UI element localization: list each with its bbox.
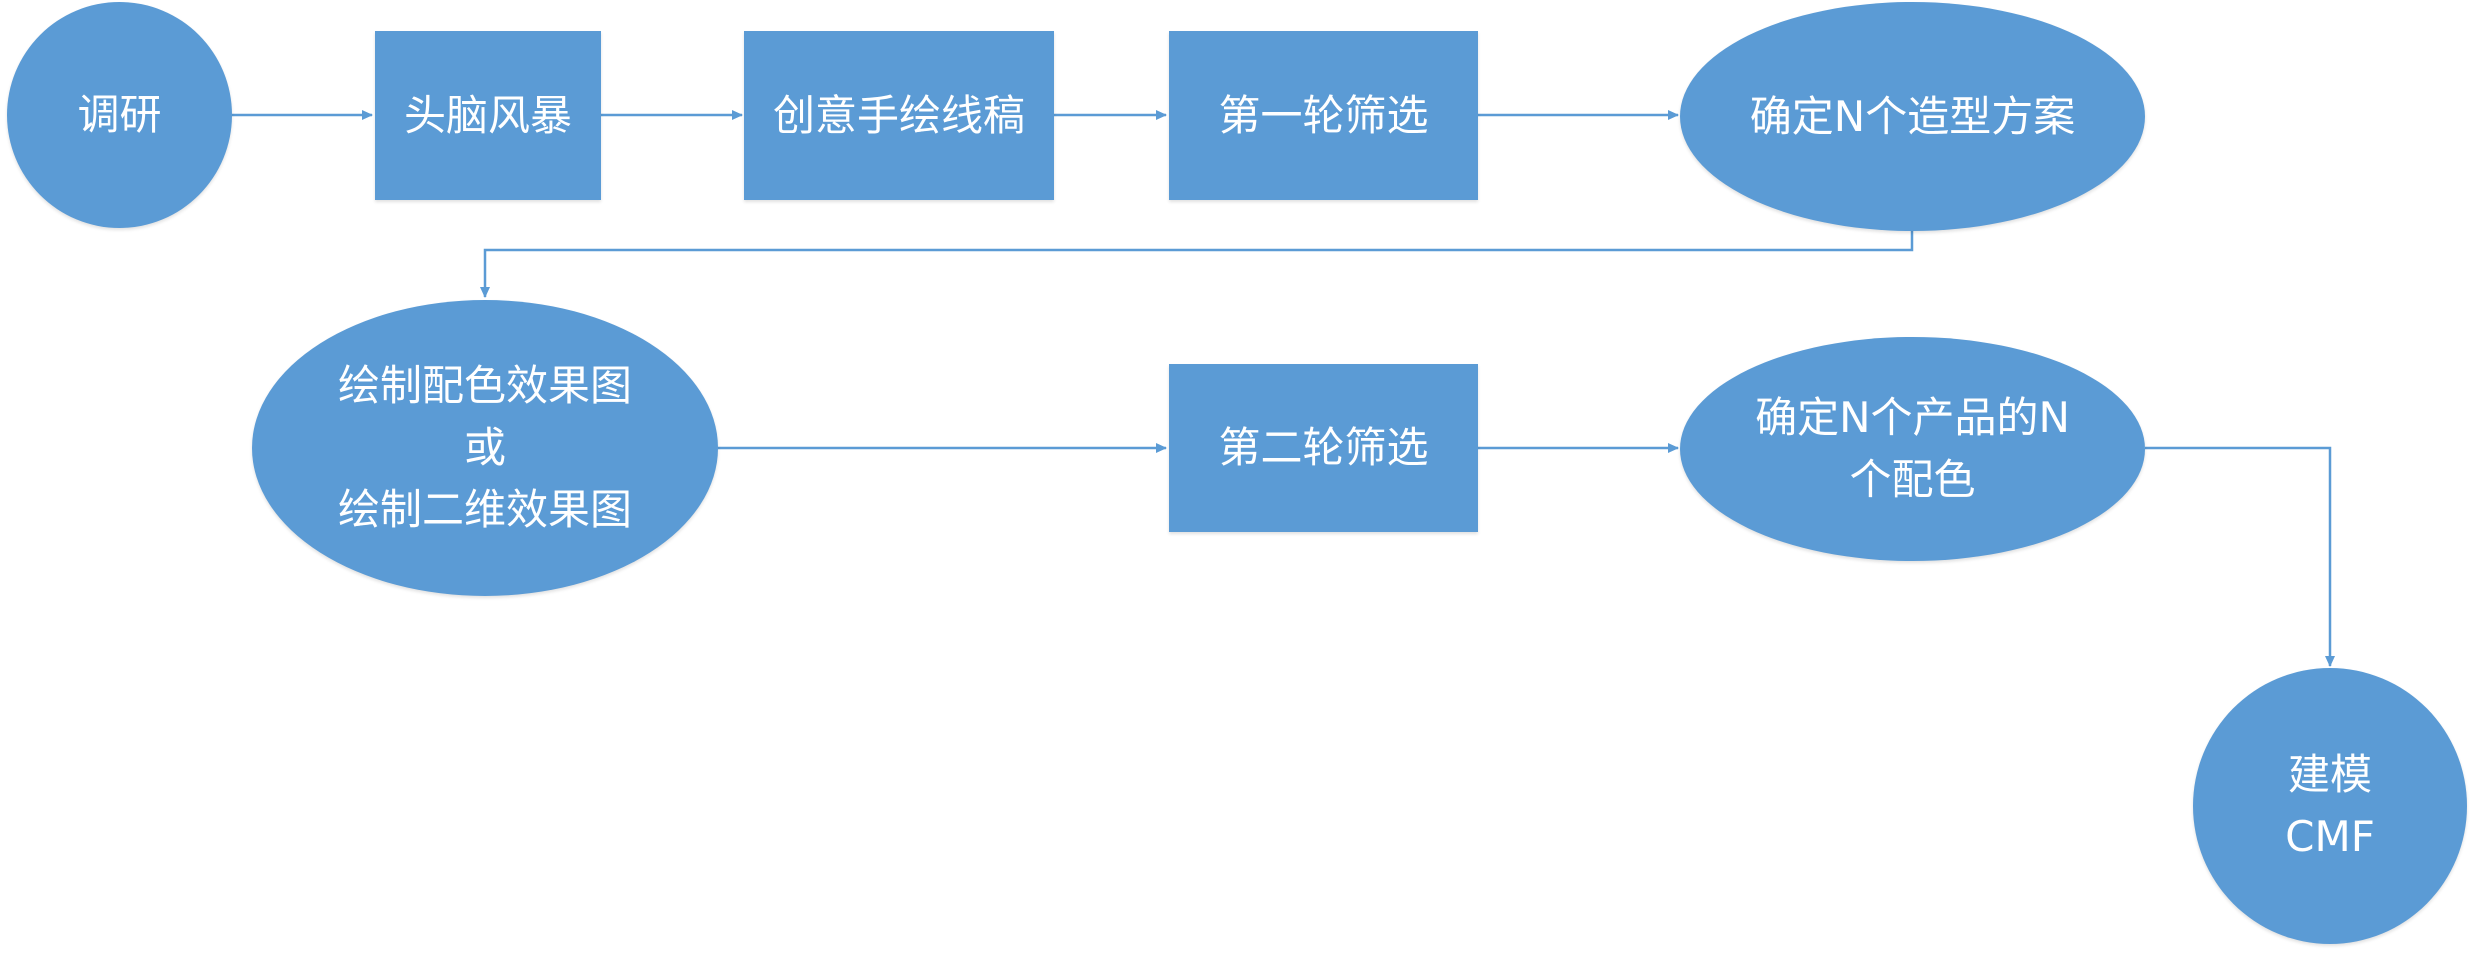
- node-modeling-label-line2: CMF: [2285, 812, 2375, 861]
- node-sketch-label: 创意手绘线稿: [772, 90, 1025, 140]
- node-renderings-label-line3: 绘制二维效果图: [337, 485, 632, 534]
- node-modeling-label-line1: 建模: [2287, 750, 2372, 799]
- node-research-label: 调研: [77, 90, 162, 139]
- node-screening1-label: 第一轮筛选: [1218, 90, 1429, 140]
- node-renderings-label-line2: 或: [463, 423, 506, 472]
- node-color-schemes-label-line2: 个配色: [1849, 455, 1976, 504]
- connector-color-schemes-to-modeling: [2145, 446, 2335, 667]
- node-sketch: 创意手绘线稿: [744, 31, 1054, 200]
- node-screening2: 第二轮筛选: [1169, 364, 1478, 532]
- node-shape-schemes: 确定N个造型方案: [1680, 2, 2145, 231]
- connector-shape-schemes-to-renderings: [480, 231, 1914, 298]
- node-screening1: 第一轮筛选: [1169, 31, 1478, 200]
- node-color-schemes-label-line1: 确定N个产品的N: [1755, 393, 2070, 442]
- node-renderings: 绘制配色效果图 或 绘制二维效果图: [252, 300, 718, 596]
- node-research: 调研: [7, 2, 232, 228]
- node-renderings-label-line1: 绘制配色效果图: [337, 361, 632, 410]
- node-shape-schemes-label: 确定N个造型方案: [1749, 91, 2076, 141]
- node-brainstorm: 头脑风暴: [375, 31, 601, 200]
- node-screening2-label: 第二轮筛选: [1218, 423, 1429, 472]
- node-color-schemes: 确定N个产品的N 个配色: [1680, 337, 2145, 561]
- node-modeling: 建模 CMF: [2193, 668, 2467, 944]
- node-brainstorm-label: 头脑风暴: [403, 90, 572, 140]
